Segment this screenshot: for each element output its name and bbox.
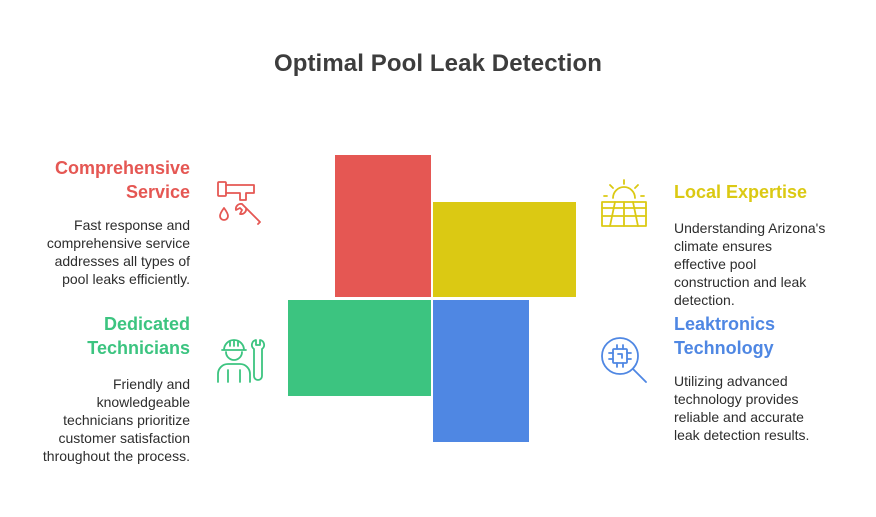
- blue-block: [433, 300, 529, 442]
- description-line: Friendly and: [112, 376, 190, 392]
- leaktronics-technology-heading: Leaktronics Technology: [674, 312, 864, 360]
- description-line: Understanding Arizona's: [674, 220, 826, 236]
- green-block: [288, 300, 431, 396]
- heading-line: Service: [125, 182, 190, 202]
- heading-line: Leaktronics: [674, 314, 776, 334]
- local-expertise-description: Understanding Arizona's climate ensures …: [674, 219, 864, 309]
- description-line: climate ensures: [674, 238, 773, 254]
- heading-line: Technicians: [87, 338, 190, 358]
- leaktronics-technology-description: Utilizing advanced technology provides r…: [674, 372, 864, 444]
- sun-field-icon: [598, 178, 650, 230]
- description-line: knowledgeable: [96, 394, 190, 410]
- technician-wrench-icon: [214, 334, 268, 386]
- faucet-wrench-icon: [214, 178, 266, 228]
- description-line: effective pool: [674, 256, 757, 272]
- description-line: technicians prioritize: [63, 412, 190, 428]
- dedicated-technicians-description: Friendly and knowledgeable technicians p…: [10, 375, 190, 465]
- description-line: addresses all types of: [54, 253, 190, 269]
- description-line: leak detection results.: [674, 427, 810, 443]
- description-line: technology provides: [674, 391, 799, 407]
- yellow-block: [433, 202, 576, 297]
- dedicated-technicians-heading: Dedicated Technicians: [20, 312, 190, 360]
- description-line: Fast response and: [74, 217, 190, 233]
- description-line: pool leaks efficiently.: [62, 271, 190, 287]
- heading-line: Local Expertise: [674, 182, 808, 202]
- comprehensive-service-description: Fast response and comprehensive service …: [10, 216, 190, 288]
- description-line: throughout the process.: [42, 448, 190, 464]
- heading-line: Comprehensive: [54, 158, 190, 178]
- diagram-title: Optimal Pool Leak Detection: [273, 50, 603, 77]
- description-line: comprehensive service: [46, 235, 190, 251]
- heading-line: Dedicated: [103, 314, 190, 334]
- description-line: Utilizing advanced: [674, 373, 788, 389]
- comprehensive-service-heading: Comprehensive Service: [20, 156, 190, 204]
- local-expertise-heading: Local Expertise: [674, 180, 864, 204]
- red-block: [335, 155, 431, 297]
- heading-line: Technology: [674, 338, 774, 358]
- description-line: customer satisfaction: [58, 430, 191, 446]
- description-line: reliable and accurate: [674, 409, 804, 425]
- description-line: detection.: [674, 292, 735, 308]
- description-line: construction and leak: [674, 274, 807, 290]
- chip-magnifier-icon: [598, 334, 652, 388]
